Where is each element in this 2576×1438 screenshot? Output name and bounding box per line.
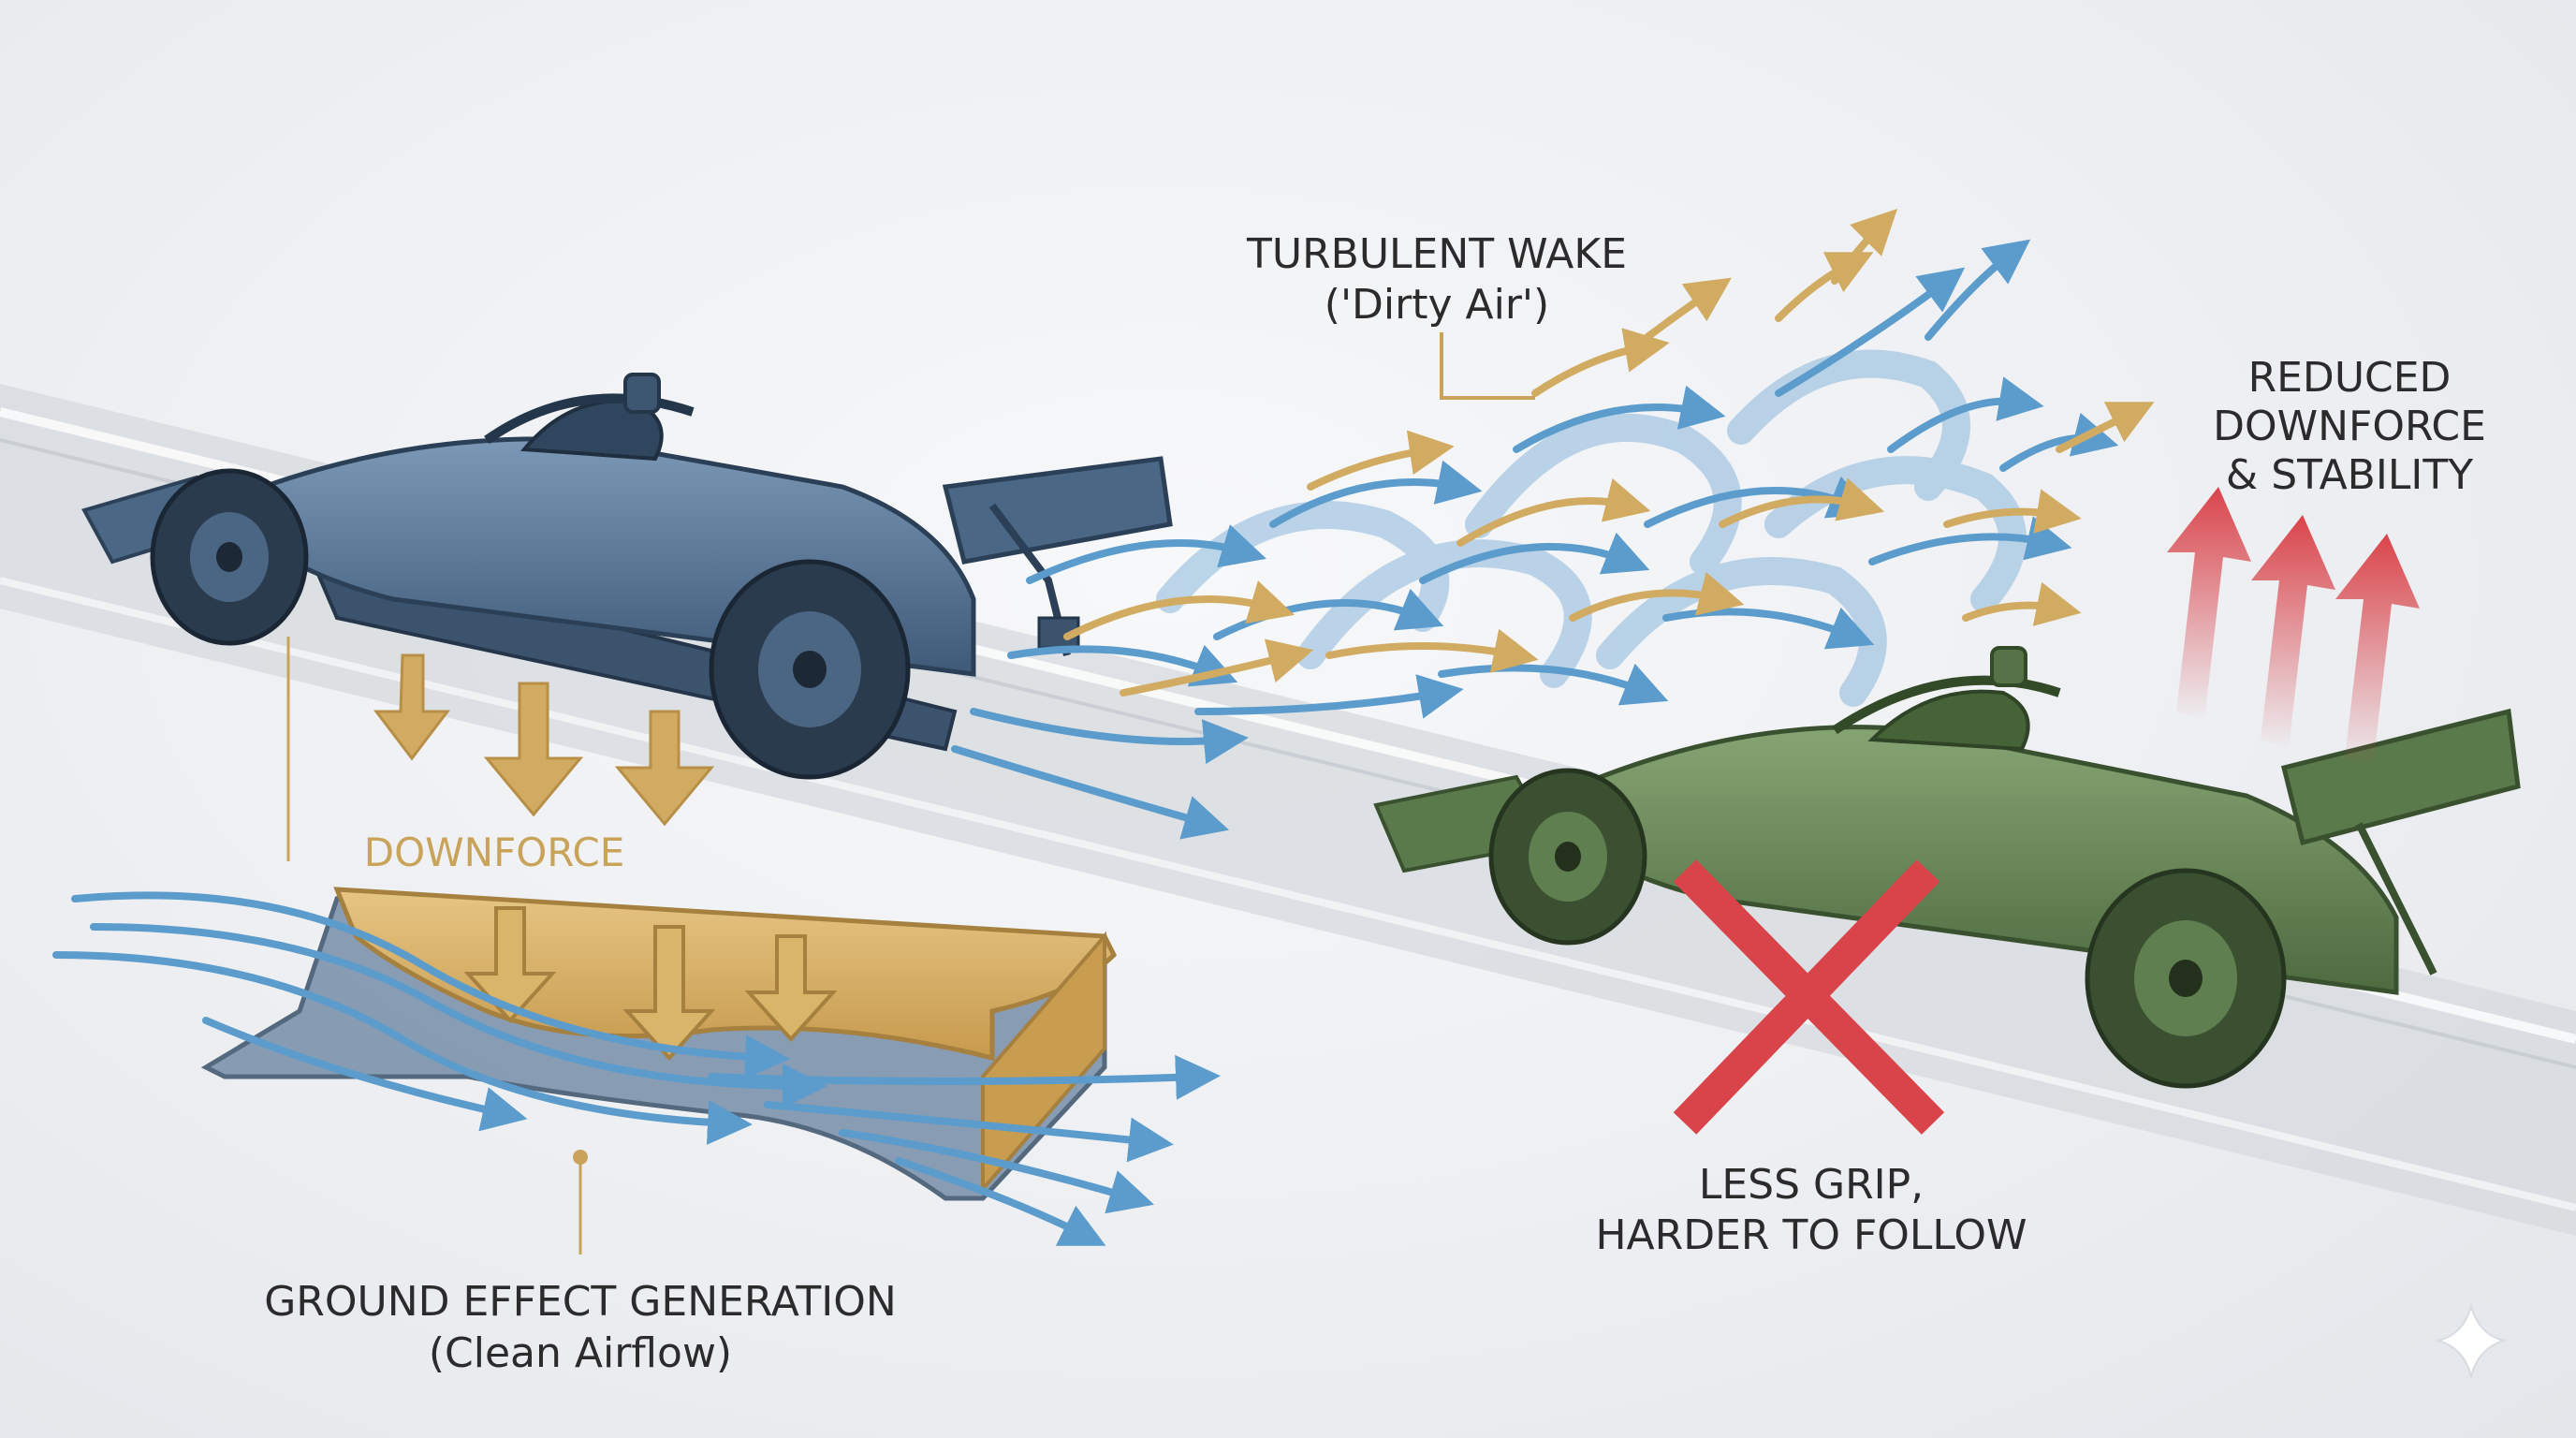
reduced-downforce-line1: REDUCED [2248, 354, 2452, 402]
reduced-downforce-line2: DOWNFORCE [2213, 403, 2486, 450]
labels: TURBULENT WAKE ('Dirty Air') REDUCED DOW… [264, 230, 2486, 1377]
leader-lines [286, 332, 1535, 1255]
downforce-label: DOWNFORCE [364, 829, 625, 875]
ground-effect-subtitle: (Clean Airflow) [429, 1329, 732, 1377]
turbulent-wake [951, 209, 2155, 840]
sparkle-icon [2435, 1302, 2508, 1380]
red-up-arrow [2167, 487, 2251, 721]
red-up-arrow [2335, 534, 2420, 768]
less-grip-line2: HARDER TO FOLLOW [1595, 1211, 2027, 1259]
trailing-car [1373, 646, 2521, 1089]
lead-car-front-wheel [150, 468, 309, 646]
gold-down-arrow [614, 710, 715, 827]
turbulent-wake-title: TURBULENT WAKE [1246, 230, 1627, 278]
trailing-car-rear-wheel [2085, 868, 2287, 1089]
ground-effect-title: GROUND EFFECT GENERATION [264, 1278, 897, 1326]
ground-effect-floor [52, 887, 1221, 1246]
lead-car [81, 373, 1173, 780]
gold-down-arrow [483, 682, 584, 817]
less-grip-line1: LESS GRIP, [1699, 1161, 1924, 1209]
turbulent-wake-subtitle: ('Dirty Air') [1325, 281, 1549, 329]
downforce-arrows [373, 653, 715, 827]
red-up-arrow [2251, 515, 2335, 749]
turbulent-wake-pointer [1440, 332, 1535, 400]
gold-down-arrow [373, 653, 451, 761]
lead-car-rear-wheel [709, 559, 911, 780]
reduced-downforce-arrows [2167, 487, 2420, 768]
less-grip-cross-icon [1673, 859, 1945, 1135]
trailing-car-front-wheel [1488, 768, 1647, 946]
reduced-downforce-line3: & STABILITY [2226, 451, 2473, 499]
